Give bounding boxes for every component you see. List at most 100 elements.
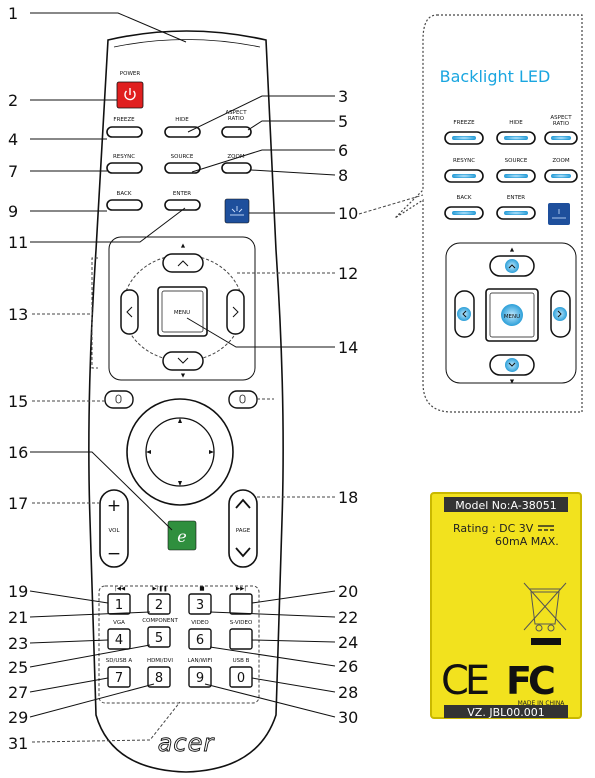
key-7[interactable]: 7 [107,666,131,688]
svg-text:5: 5 [155,631,163,646]
chevron-left-icon [126,306,133,318]
volume-rocker[interactable]: + VOL − [99,489,129,568]
callout-22: 22 [338,608,358,627]
enter-button[interactable] [164,199,201,211]
callout-31: 31 [8,734,28,753]
vol-label: VOL [108,528,120,534]
rating-label: Model No:A-38051 Rating : DC 3V 60mA MAX… [430,492,582,719]
dpad-right-button[interactable] [226,289,245,335]
svg-text:7: 7 [115,671,123,686]
svg-text:9: 9 [196,671,204,686]
svg-text:4: 4 [115,633,123,648]
chevron-right-icon [232,306,239,318]
callout-1: 1 [8,4,18,23]
svg-text:1: 1 [115,598,123,613]
dpad-up-button[interactable] [162,253,204,273]
key-8[interactable]: 8 [147,666,171,688]
laser-button[interactable] [224,198,250,224]
model-number: Model No:A-38051 [455,499,556,512]
callout-4: 4 [8,130,18,149]
callout-10: 10 [338,204,358,223]
aspect-ratio-button[interactable] [221,126,252,138]
back-button[interactable] [106,199,143,211]
back-label: BACK [117,191,132,197]
bl-aspect-label-2: RATIO [553,121,570,127]
zoom-button[interactable] [221,162,252,174]
resync-button[interactable] [106,162,143,174]
backlight-title: Backlight LED [440,67,551,86]
resync-label: RESYNC [113,154,135,160]
callout-5: 5 [338,112,348,131]
callout-21: 21 [8,608,28,627]
key-s-video[interactable] [229,628,253,650]
svg-text:▲: ▲ [510,247,515,253]
e-key-button[interactable]: e [167,520,197,551]
page-rocker[interactable]: PAGE [228,489,258,568]
mouse-right-click-button[interactable] [228,390,258,409]
key-5[interactable]: 5 [147,626,171,648]
callout-15: 15 [8,392,28,411]
source-button[interactable] [164,162,201,174]
bl-resync-label: RESYNC [453,158,475,164]
page-up-icon [235,498,251,509]
callout-27: 27 [8,683,28,702]
callout-7: 7 [8,162,18,181]
callout-29: 29 [8,708,28,727]
key-9[interactable]: 9 [188,666,212,688]
callout-14: 14 [338,338,358,357]
key-2[interactable]: 2 [147,593,171,615]
freeze-label: FREEZE [113,117,135,123]
backlight-inset: Backlight LED FREEZE HIDE ASPECT RATIO R… [358,14,583,413]
bl-back-label: BACK [457,195,472,201]
laser-icon [230,206,244,216]
key-6[interactable]: 6 [188,628,212,650]
callout-3: 3 [338,87,348,106]
chevron-down-icon [177,357,189,364]
callout-20: 20 [338,582,358,601]
fcc-mark-icon: FC [506,659,554,703]
menu-label: MENU [174,310,190,316]
key-1[interactable]: 1 [107,593,131,615]
vga-label: VGA [113,620,125,626]
chevron-up-icon [177,260,189,267]
aspect-label-1: ASPECT [225,110,247,116]
mouse-icon [115,394,122,404]
callout-12: 12 [338,264,358,283]
source-label: SOURCE [171,154,194,160]
page-down-icon [235,547,251,558]
mouse-left-click-button[interactable] [104,390,134,409]
acer-logo: acer [158,729,216,757]
rating-line-2: 60mA MAX. [495,535,559,548]
hdmi-dvi-label: HDMI/DVI [147,658,173,664]
s-video-label: S-VIDEO [230,620,253,626]
callout-11: 11 [8,233,28,252]
power-button[interactable]: POWER [116,71,144,109]
key-next[interactable] [229,593,253,615]
sd-usb-label: SD/USB A [106,658,133,664]
key-4[interactable]: 4 [107,628,131,650]
dpad-down-button[interactable] [162,351,204,371]
enter-label: ENTER [173,191,191,197]
key-3[interactable]: 3 [188,593,212,615]
aspect-label-2: RATIO [228,116,245,122]
lan-wifi-label: LAN/WIFI [188,658,213,664]
component-label: COMPONENT [142,618,178,624]
power-label: POWER [120,71,141,77]
callout-2: 2 [8,91,18,110]
dpad-left-button[interactable] [120,289,139,335]
ce-mark-icon: CE [441,658,488,704]
menu-button[interactable]: MENU [157,286,208,337]
bl-source-label: SOURCE [505,158,528,164]
callout-18: 18 [338,488,358,507]
hide-button[interactable] [164,126,201,138]
leader-lines [29,12,336,743]
key-0[interactable]: 0 [229,666,253,688]
callout-16: 16 [8,443,28,462]
hide-label: HIDE [175,117,189,123]
freeze-button[interactable] [106,126,143,138]
callout-30: 30 [338,708,358,727]
zoom-label: ZOOM [227,154,244,160]
mouse-pad[interactable] [126,398,234,506]
callout-24: 24 [338,633,358,652]
